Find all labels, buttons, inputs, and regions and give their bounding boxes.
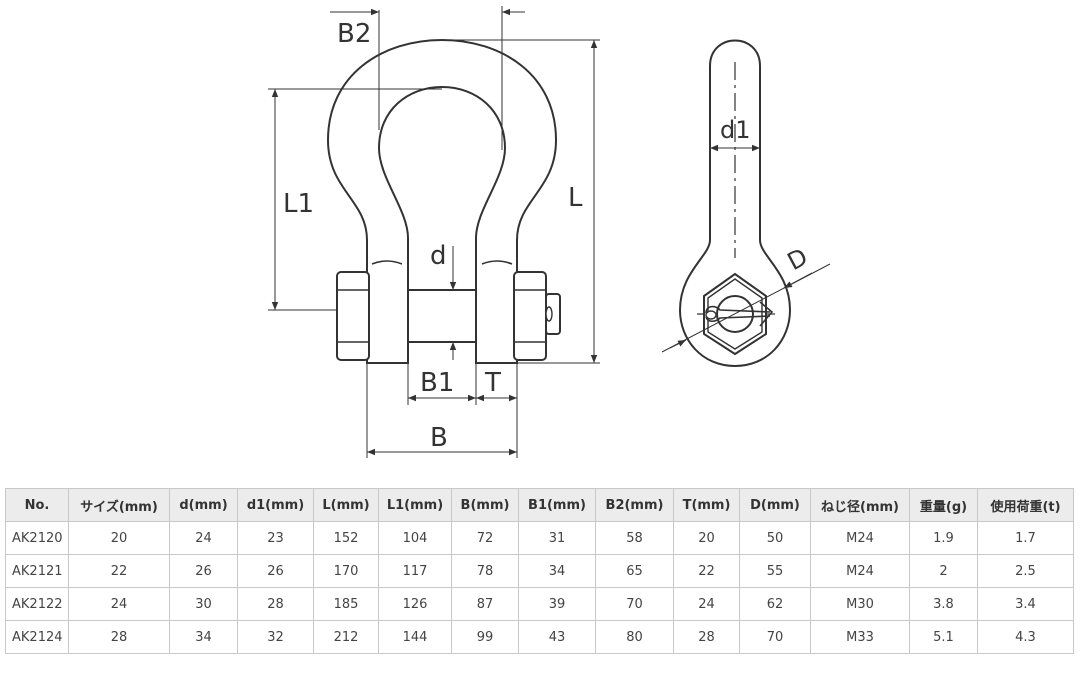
cell-b: 78 <box>451 554 519 588</box>
label-l: L <box>568 183 583 213</box>
cell-l1: 104 <box>378 521 452 555</box>
cell-big-d: 62 <box>739 587 811 621</box>
cell-b1: 34 <box>518 554 596 588</box>
cell-thread: M24 <box>810 521 910 555</box>
shackle-front-view <box>326 38 561 364</box>
label-b2: B2 <box>337 19 371 49</box>
cell-size: 20 <box>68 521 170 555</box>
header-d: d(mm) <box>169 488 238 522</box>
label-b1: B1 <box>420 368 454 398</box>
spec-table-header-row: No. サイズ(mm) d(mm) d1(mm) L(mm) L1(mm) B(… <box>5 488 1074 522</box>
cell-weight: 2 <box>909 554 978 588</box>
cell-load: 3.4 <box>977 587 1074 621</box>
cell-b1: 31 <box>518 521 596 555</box>
header-d1: d1(mm) <box>237 488 314 522</box>
cell-t: 20 <box>673 521 740 555</box>
cell-l: 185 <box>313 587 379 621</box>
cell-t: 22 <box>673 554 740 588</box>
cell-l: 170 <box>313 554 379 588</box>
cell-thread: M33 <box>810 620 910 654</box>
table-row: AK2122 24 30 28 185 126 87 39 70 24 62 M… <box>5 587 1074 621</box>
cell-load: 2.5 <box>977 554 1074 588</box>
side-dimensions <box>661 144 831 353</box>
cell-d1: 23 <box>237 521 314 555</box>
dimension-labels: B2 L1 d L B1 T B d1 D <box>283 19 812 453</box>
cell-l: 152 <box>313 521 379 555</box>
cell-size: 22 <box>68 554 170 588</box>
cell-b1: 43 <box>518 620 596 654</box>
header-weight: 重量(g) <box>909 488 978 522</box>
cell-d: 26 <box>169 554 238 588</box>
cell-b: 99 <box>451 620 519 654</box>
cell-no: AK2121 <box>5 554 69 588</box>
cell-no: AK2120 <box>5 521 69 555</box>
cell-weight: 1.9 <box>909 521 978 555</box>
cell-thread: M24 <box>810 554 910 588</box>
cell-d1: 32 <box>237 620 314 654</box>
cell-d1: 28 <box>237 587 314 621</box>
cell-no: AK2124 <box>5 620 69 654</box>
label-t: T <box>484 368 501 398</box>
label-big-d: D <box>783 243 812 276</box>
cell-l1: 126 <box>378 587 452 621</box>
cell-load: 4.3 <box>977 620 1074 654</box>
label-d1: d1 <box>720 116 751 144</box>
header-b: B(mm) <box>451 488 519 522</box>
cell-b: 87 <box>451 587 519 621</box>
cell-thread: M30 <box>810 587 910 621</box>
header-big-d: D(mm) <box>739 488 811 522</box>
cell-big-d: 55 <box>739 554 811 588</box>
cell-d: 24 <box>169 521 238 555</box>
cell-weight: 5.1 <box>909 620 978 654</box>
cell-t: 28 <box>673 620 740 654</box>
table-row: AK2121 22 26 26 170 117 78 34 65 22 55 M… <box>5 554 1074 588</box>
cell-b2: 58 <box>595 521 674 555</box>
cell-d: 34 <box>169 620 238 654</box>
header-l: L(mm) <box>313 488 379 522</box>
cell-l1: 144 <box>378 620 452 654</box>
cell-no: AK2122 <box>5 587 69 621</box>
spec-table: No. サイズ(mm) d(mm) d1(mm) L(mm) L1(mm) B(… <box>5 488 1074 654</box>
cell-d1: 26 <box>237 554 314 588</box>
front-dimensions <box>268 6 600 458</box>
label-d: d <box>430 241 447 271</box>
header-no: No. <box>5 488 69 522</box>
shackle-technical-drawing: B2 L1 d L B1 T B d1 D <box>268 6 831 458</box>
header-b1: B1(mm) <box>518 488 596 522</box>
cell-size: 24 <box>68 587 170 621</box>
shackle-side-view <box>678 39 792 368</box>
cell-d: 30 <box>169 587 238 621</box>
header-load: 使用荷重(t) <box>977 488 1074 522</box>
header-thread: ねじ径(mm) <box>810 488 910 522</box>
table-row: AK2120 20 24 23 152 104 72 31 58 20 50 M… <box>5 521 1074 555</box>
header-b2: B2(mm) <box>595 488 674 522</box>
cell-b2: 80 <box>595 620 674 654</box>
cell-l1: 117 <box>378 554 452 588</box>
cell-size: 28 <box>68 620 170 654</box>
label-l1: L1 <box>283 189 314 219</box>
cell-b2: 65 <box>595 554 674 588</box>
cell-weight: 3.8 <box>909 587 978 621</box>
table-row: AK2124 28 34 32 212 144 99 43 80 28 70 M… <box>5 620 1074 654</box>
cell-b: 72 <box>451 521 519 555</box>
header-l1: L1(mm) <box>378 488 452 522</box>
cell-big-d: 70 <box>739 620 811 654</box>
cell-b2: 70 <box>595 587 674 621</box>
cell-b1: 39 <box>518 587 596 621</box>
header-size: サイズ(mm) <box>68 488 170 522</box>
label-b: B <box>430 423 448 453</box>
header-t: T(mm) <box>673 488 740 522</box>
cell-load: 1.7 <box>977 521 1074 555</box>
cell-l: 212 <box>313 620 379 654</box>
cell-t: 24 <box>673 587 740 621</box>
cell-big-d: 50 <box>739 521 811 555</box>
